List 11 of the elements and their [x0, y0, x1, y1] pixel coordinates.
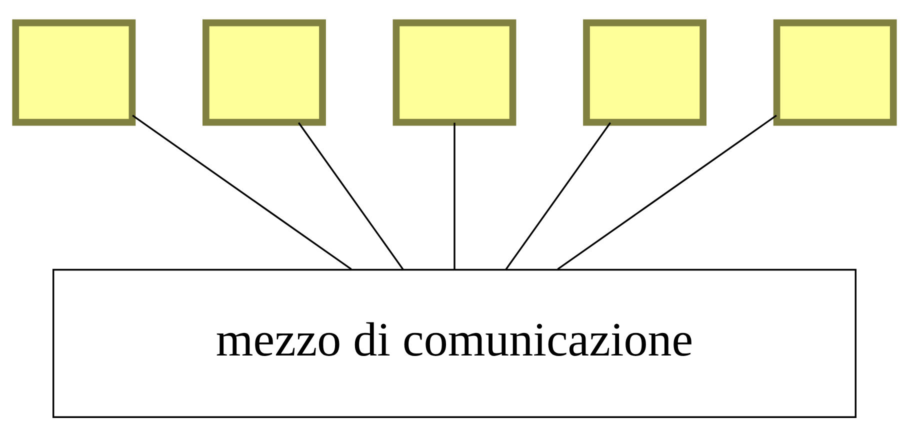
node-box	[773, 19, 897, 126]
connector	[557, 114, 777, 270]
node-box	[392, 19, 516, 126]
connector	[454, 122, 456, 270]
node-box	[12, 19, 136, 126]
node-box: mezzo di comunicazione	[52, 268, 856, 418]
connector	[132, 114, 352, 270]
node-box	[583, 19, 706, 126]
node-box	[202, 19, 326, 126]
connector	[505, 122, 612, 270]
connector	[298, 122, 404, 270]
